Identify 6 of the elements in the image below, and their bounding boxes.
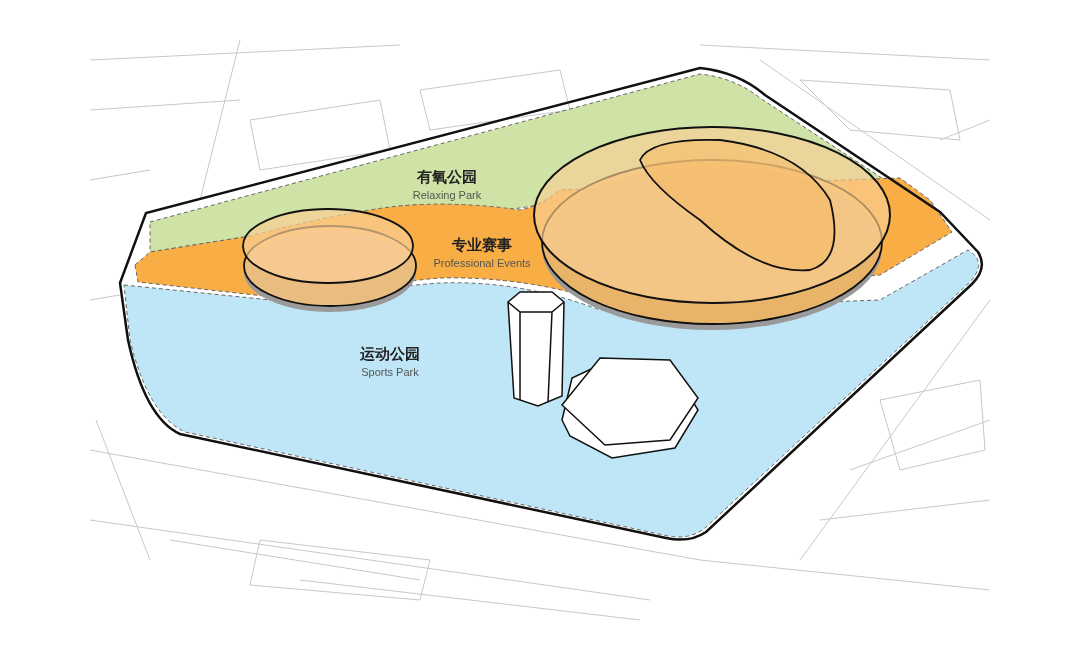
zone-title: 有氧公园 xyxy=(417,170,477,185)
zone-title: 运动公园 xyxy=(360,347,420,362)
zone-subtitle: Relaxing Park xyxy=(412,190,482,201)
zone-subtitle: Sports Park xyxy=(361,367,419,378)
zone-title: 专业赛事 xyxy=(452,238,512,253)
zone-subtitle: Professional Events xyxy=(433,258,531,269)
